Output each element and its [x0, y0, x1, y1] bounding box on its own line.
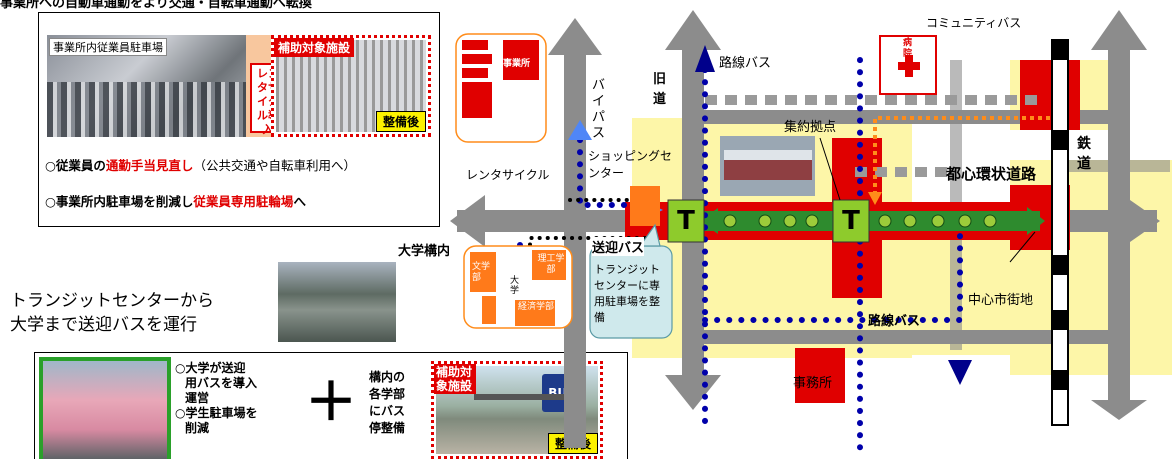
- bus-mid-line: にバス: [369, 404, 406, 418]
- railway-label: 鉄道: [1077, 136, 1091, 172]
- city-map: [450, 10, 1172, 458]
- bus-left-line: 用バスを導入: [185, 376, 258, 390]
- bus-left-line: 運営: [185, 391, 210, 405]
- university-caption: トランジットセンターから 大学まで送迎バスを運行: [10, 289, 214, 337]
- office-block: [795, 348, 845, 403]
- bus-mid-line: 各学部: [369, 387, 406, 401]
- shopping-label: ショッピングセンター: [588, 149, 673, 180]
- employer-line-1: ○従業員の通勤手当見直し（公共交通や自転車利用へ）: [45, 158, 356, 173]
- bus-mid-line: 停整備: [369, 421, 406, 435]
- bus-left-line: ○学生駐車場を: [175, 406, 258, 420]
- railway-line: [1051, 39, 1069, 426]
- transit-center-t-icon: [667, 199, 705, 243]
- office-label: 事務所: [793, 376, 833, 391]
- shopping-block: [630, 186, 660, 226]
- shuttle-label: 送迎バス: [592, 237, 645, 256]
- econ-faculty-label: 経済学部: [518, 302, 555, 312]
- transit-center-t-label: T: [677, 206, 695, 236]
- rental-cycle-label: レンタサイクル: [466, 168, 550, 182]
- university-label: 大学構内: [398, 244, 451, 259]
- employer-panel: 事業所内従業員駐車場 レンタサイクル導入 補助対象施設 整備後 ○従業員の通勤手…: [38, 12, 440, 227]
- bus-arrow-up: [695, 45, 715, 72]
- sci-faculty-label: 理工学部: [537, 254, 565, 275]
- after-tag: 整備後: [375, 111, 426, 132]
- target-facility-tag: 補助対象施設: [434, 364, 476, 394]
- bus-left-line: 削減: [185, 421, 210, 435]
- route-bus-label-bottom: 路線バス: [868, 314, 921, 329]
- bus-panel: ○大学が送迎 用バスを導入 運営 ○学生駐車場を 削減 ＋ 構内の 各学部 にバ…: [34, 352, 628, 459]
- plus-icon: ＋: [305, 373, 358, 433]
- community-bus-route: [873, 116, 1050, 200]
- bus-mid-text: 構内の 各学部 にバス 停整備: [369, 369, 405, 437]
- bus-left-text: ○大学が送迎 用バスを導入 運営 ○学生駐車場を 削減: [175, 361, 257, 436]
- hub-t-label: T: [842, 206, 860, 236]
- university-caption-line-2: 大学まで送迎バスを運行: [10, 315, 197, 335]
- employer-line-2: ○事業所内駐車場を削減し従業員専用駐輪場へ: [45, 194, 306, 209]
- campus-photo: [278, 262, 396, 342]
- hub-label: 集約拠点: [784, 120, 837, 135]
- bus-left-line: ○大学が送迎: [175, 361, 246, 375]
- jigyosho-small-label: 事業所: [503, 59, 531, 69]
- bus-mid-line: 構内の: [369, 370, 406, 384]
- hospital-label: 病院: [903, 38, 913, 59]
- bus-photo: [39, 357, 171, 459]
- page-heading: 事業所への自動車通勤をより交通・自転車通勤へ転換: [0, 0, 312, 11]
- ring-road-label: 都心環状道路: [946, 165, 1037, 183]
- downtown-label: 中心市街地: [968, 293, 1034, 308]
- university-caption-line-1: トランジットセンターから: [10, 291, 214, 311]
- transit-note: トランジットセンターに専用駐車場を整備: [594, 263, 660, 324]
- univ-center-label: 大学: [510, 276, 520, 296]
- target-facility-tag: 補助対象施設: [274, 38, 355, 57]
- lrt-line: [700, 207, 1045, 235]
- old-road-label: 旧道: [653, 72, 667, 107]
- route-bus-label-top: 路線バス: [719, 56, 772, 71]
- hub-t-icon: [832, 199, 870, 243]
- community-bus-label: コミュニティバス: [926, 16, 1022, 30]
- bypass-label: バイパス: [592, 78, 606, 141]
- cycle-arrow-up: [568, 120, 592, 140]
- bus-arrow-down: [948, 360, 972, 385]
- parking-photo-title: 事業所内従業員駐車場: [49, 38, 167, 56]
- lit-faculty-label: 文学部: [472, 262, 491, 283]
- bicycle-photo-frame: 補助対象施設 整備後: [271, 35, 431, 137]
- shelter-roof: [474, 394, 584, 400]
